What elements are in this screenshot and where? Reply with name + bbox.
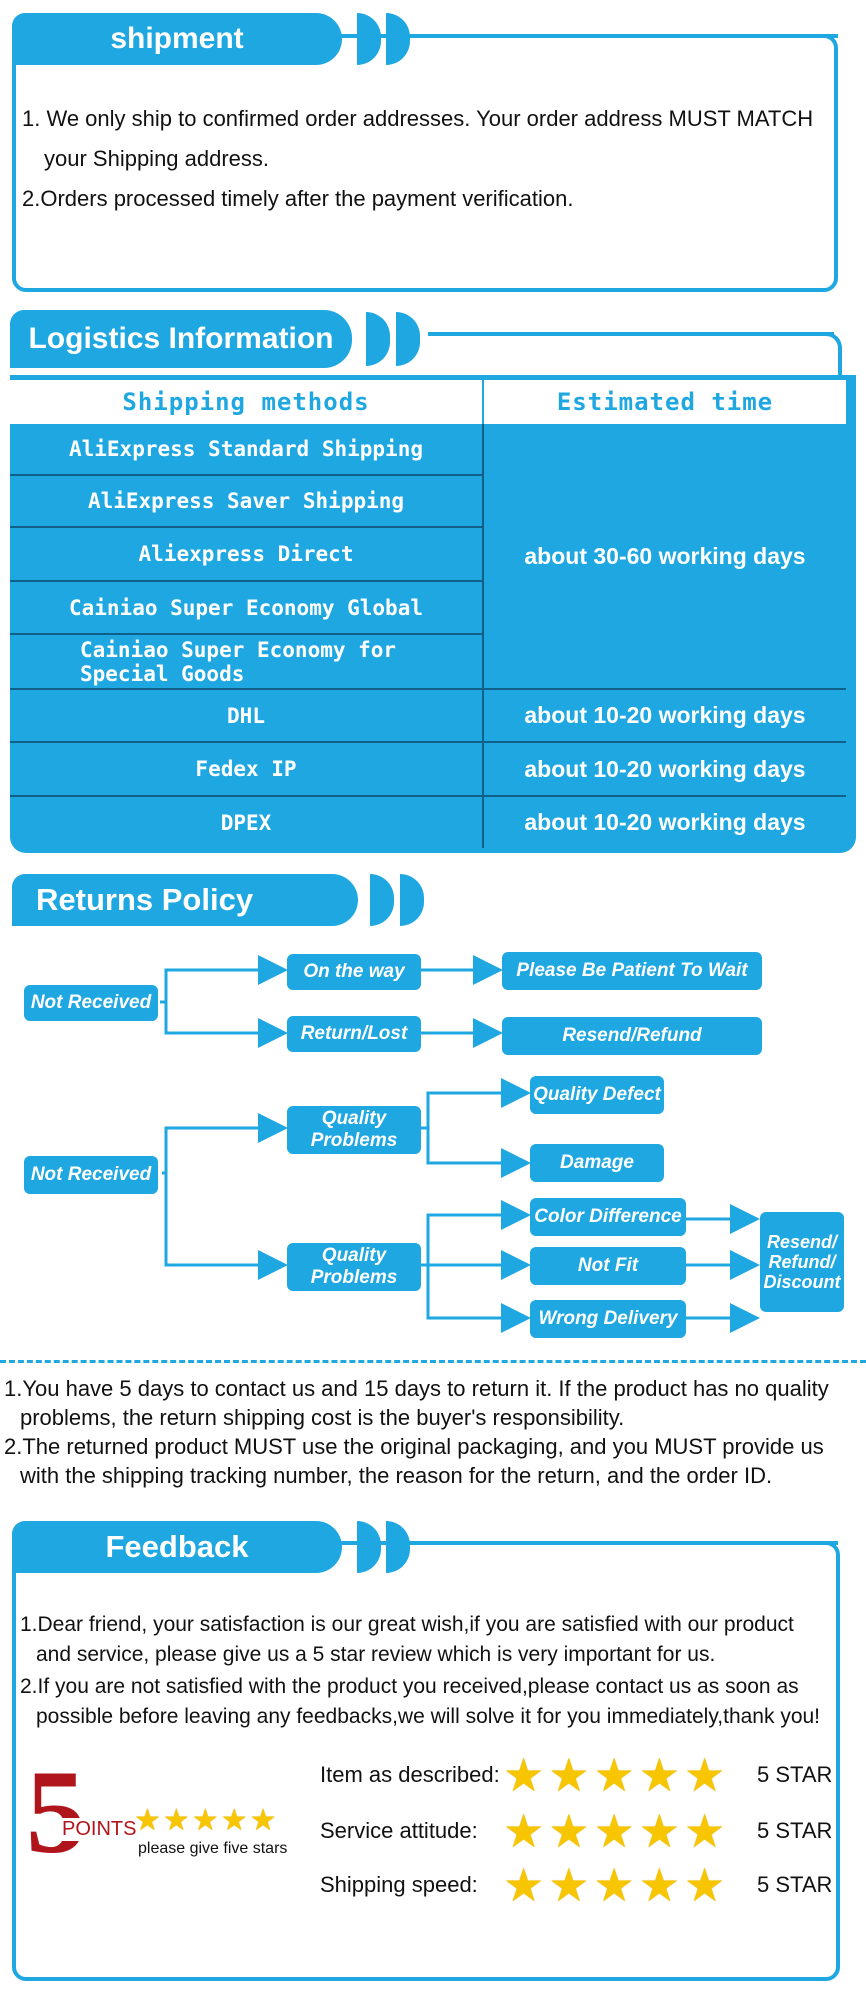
five-points-word: POINTS (60, 1818, 139, 1841)
method-aliexpress-direct: Aliexpress Direct (138, 542, 354, 566)
returns-note-4: with the shipping tracking number, the r… (20, 1463, 773, 1488)
rating-stars: ★★★★★ (503, 1808, 753, 1854)
flow1-return-lost: Return/Lost (287, 1016, 421, 1052)
method-aliexpress-standard: AliExpress Standard Shipping (68, 437, 423, 461)
section-divider (0, 1360, 866, 1363)
logistics-table (10, 375, 856, 853)
row-divider (10, 474, 484, 476)
star-icon: ★ (638, 1859, 680, 1911)
returns-title: Returns Policy (12, 874, 358, 926)
method-aliexpress-saver: AliExpress Saver Shipping (87, 489, 405, 513)
flow2-quality-problems-1: Quality Problems (287, 1106, 421, 1154)
row-divider (10, 688, 846, 690)
rating-value: 5 STAR (757, 1818, 833, 1843)
five-points-number: 5 (26, 1745, 86, 1878)
flow1-on-the-way: On the way (287, 954, 421, 990)
returns-note-3: 2.The returned product MUST use the orig… (4, 1434, 824, 1459)
feedback-line-3: 2.If you are not satisfied with the prod… (20, 1675, 799, 1698)
star-icon: ★ (191, 1804, 219, 1837)
star-icon: ★ (162, 1804, 190, 1837)
shipment-frame (12, 34, 838, 292)
method-cainiao-special: Cainiao Super Economy for Special Goods (80, 637, 397, 686)
rating-label: Service attitude: (320, 1818, 478, 1843)
star-icon: ★ (503, 1859, 545, 1911)
star-icon: ★ (503, 1805, 545, 1857)
method-fedex: Fedex IP (195, 757, 297, 781)
star-icon: ★ (503, 1749, 545, 1801)
star-icon: ★ (684, 1859, 726, 1911)
rating-item-as-described: Item as described: ★★★★★ 5 STAR (320, 1750, 840, 1800)
returns-flow-connectors (160, 955, 760, 1333)
flow2-quality-problems-2: Quality Problems (287, 1243, 421, 1291)
star-icon: ★ (638, 1749, 680, 1801)
col-estimated-time: Estimated time (482, 380, 846, 424)
time-fedex: about 10-20 working days (524, 755, 806, 782)
rating-label: Shipping speed: (320, 1872, 478, 1897)
rating-shipping-speed: Shipping speed: ★★★★★ 5 STAR (320, 1860, 840, 1910)
star-icon: ★ (593, 1859, 635, 1911)
star-icon: ★ (593, 1805, 635, 1857)
badge-stars: ★ ★ ★ ★ ★ (134, 1806, 277, 1836)
shipment-title: shipment (12, 13, 342, 65)
feedback-line-1: 1.Dear friend, your satisfaction is our … (20, 1613, 794, 1636)
time-dpex: about 10-20 working days (524, 809, 806, 835)
returns-note-2: problems, the return shipping cost is th… (20, 1405, 625, 1430)
logistics-title: Logistics Information (10, 310, 352, 368)
star-icon: ★ (134, 1804, 161, 1837)
logistics-line (428, 332, 834, 336)
badge-caption: please give five stars (138, 1840, 288, 1857)
flow2-not-fit: Not Fit (530, 1247, 686, 1285)
row-divider (10, 580, 484, 582)
star-icon: ★ (684, 1805, 726, 1857)
flow2-color-difference: Color Difference (530, 1198, 686, 1236)
flow2-outcome: Resend/ Refund/ Discount (760, 1212, 844, 1312)
row-divider (10, 795, 846, 797)
feedback-line (428, 1541, 838, 1545)
flow2-damage: Damage (530, 1144, 664, 1182)
rating-value: 5 STAR (757, 1872, 833, 1897)
feedback-title: Feedback (12, 1521, 342, 1573)
feedback-line-4: possible before leaving any feedbacks,we… (36, 1705, 821, 1728)
rating-label: Item as described: (320, 1762, 500, 1787)
method-cainiao-global: Cainiao Super Economy Global (68, 595, 423, 620)
col-shipping-methods: Shipping methods (122, 388, 370, 416)
star-icon: ★ (548, 1749, 590, 1801)
rating-stars: ★★★★★ (503, 1862, 753, 1908)
rating-stars: ★★★★★ (503, 1752, 753, 1798)
rating-service-attitude: Service attitude: ★★★★★ 5 STAR (320, 1806, 840, 1856)
feedback-frame (12, 1541, 840, 1981)
logistics-header-row: Shipping methods Estimated time (10, 380, 846, 424)
rating-value: 5 STAR (757, 1762, 833, 1787)
feedback-line-2: and service, please give us a 5 star rev… (36, 1643, 716, 1666)
column-divider (482, 424, 484, 848)
shipment-line-3: 2.Orders processed timely after the paym… (22, 186, 574, 211)
star-icon: ★ (638, 1805, 680, 1857)
flow1-not-received: Not Received (24, 985, 158, 1021)
star-icon: ★ (684, 1749, 726, 1801)
method-dpex: DPEX (220, 810, 272, 835)
star-icon: ★ (548, 1805, 590, 1857)
star-icon: ★ (220, 1804, 248, 1837)
shipment-line-1: 1. We only ship to confirmed order addre… (22, 106, 814, 131)
time-standard-group: about 30-60 working days (524, 542, 806, 569)
row-divider (10, 741, 846, 743)
returns-note-1: 1.You have 5 days to contact us and 15 d… (4, 1376, 829, 1401)
row-divider (10, 526, 484, 528)
logistics-corner (820, 332, 842, 382)
flow1-resend-refund: Resend/Refund (502, 1017, 762, 1055)
flow2-quality-defect: Quality Defect (530, 1076, 664, 1114)
star-icon: ★ (548, 1859, 590, 1911)
flow2-not-received: Not Received (24, 1156, 158, 1194)
shipment-line-2: your Shipping address. (44, 146, 270, 171)
flow2-wrong-delivery: Wrong Delivery (530, 1300, 686, 1338)
method-dhl: DHL (227, 703, 265, 728)
shipment-line (428, 34, 838, 38)
row-divider (10, 633, 484, 635)
time-dhl: about 10-20 working days (524, 702, 806, 728)
star-icon: ★ (593, 1749, 635, 1801)
star-icon: ★ (249, 1804, 277, 1837)
flow1-please-wait: Please Be Patient To Wait (502, 952, 762, 990)
